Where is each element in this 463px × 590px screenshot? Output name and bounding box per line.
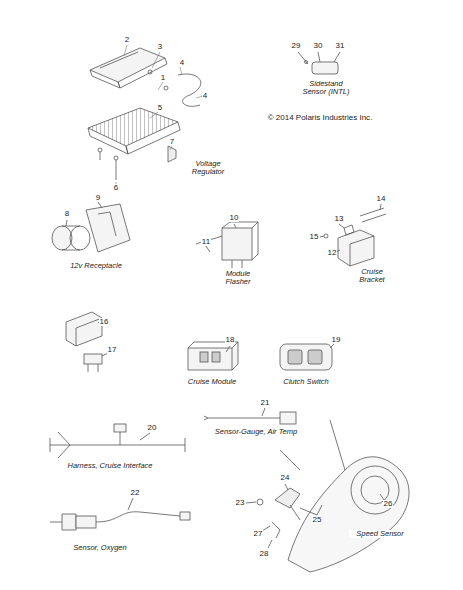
- cruise-harness: [50, 424, 185, 458]
- callout-number: 1: [160, 74, 166, 83]
- callout-number: 10: [229, 214, 240, 223]
- callout-number: 6: [113, 184, 119, 193]
- callout-number: 31: [335, 42, 346, 51]
- callout-number: 23: [235, 499, 246, 508]
- part-name: Cruise Bracket: [347, 268, 397, 285]
- callout-number: 22: [130, 489, 141, 498]
- part-name: Speed Sensor: [349, 530, 411, 538]
- callout-number: 2: [124, 36, 130, 45]
- part-name: Sensor, Oxygen: [64, 544, 136, 552]
- callout-number: 27: [253, 530, 264, 539]
- callout-number: 8: [64, 210, 70, 219]
- callout-number: 28: [259, 550, 270, 559]
- callout-number: 9: [95, 194, 101, 203]
- callout-number: 5: [157, 104, 163, 113]
- callout-number: 26: [383, 500, 394, 509]
- air-temp-sensor: [204, 408, 296, 424]
- part-name: Cruise Module: [181, 378, 243, 386]
- callout-number: 14: [376, 195, 387, 204]
- callout-number: 29: [291, 42, 302, 51]
- copyright-note: © 2014 Polaris Industries Inc.: [267, 114, 374, 123]
- callout-number: 21: [260, 399, 271, 408]
- callout-number: 7: [169, 138, 175, 147]
- twelve-volt-receptacle: [52, 202, 130, 252]
- speed-sensor: [246, 420, 409, 572]
- module-flasher: [196, 222, 258, 268]
- callout-number: 19: [331, 336, 342, 345]
- cruise-bracket: [320, 204, 386, 266]
- callout-number: 30: [313, 42, 324, 51]
- part-name: Sidestand Sensor (INTL): [300, 80, 352, 97]
- part-name: 12v Receptacle: [69, 262, 123, 270]
- callout-number: 25: [312, 516, 323, 525]
- callout-number: 18: [225, 336, 236, 345]
- part-name: Module Flasher: [213, 270, 263, 287]
- clutch-switch: [280, 344, 334, 370]
- callout-number: 17: [107, 346, 118, 355]
- callout-number: 20: [147, 424, 158, 433]
- sidestand-sensor: [298, 52, 340, 74]
- oxygen-sensor: [50, 498, 190, 530]
- part-name: Voltage Regulator: [183, 160, 233, 177]
- part-name: Clutch Switch: [275, 378, 337, 386]
- callout-number: 12: [327, 249, 338, 258]
- fuse-holder: [66, 312, 110, 372]
- callout-number: 13: [334, 215, 345, 224]
- callout-number: 4: [179, 59, 185, 68]
- callout-number: 11: [201, 238, 211, 247]
- callout-number: 24: [280, 474, 291, 483]
- callout-number: 15: [309, 233, 320, 242]
- callout-number: 4: [202, 92, 208, 101]
- cruise-module: [188, 342, 238, 370]
- callout-number: 3: [157, 43, 163, 52]
- part-name: Sensor-Gauge, Air Temp: [205, 428, 307, 436]
- part-name: Harness, Cruise Interface: [59, 462, 161, 470]
- callout-number: 16: [99, 318, 110, 327]
